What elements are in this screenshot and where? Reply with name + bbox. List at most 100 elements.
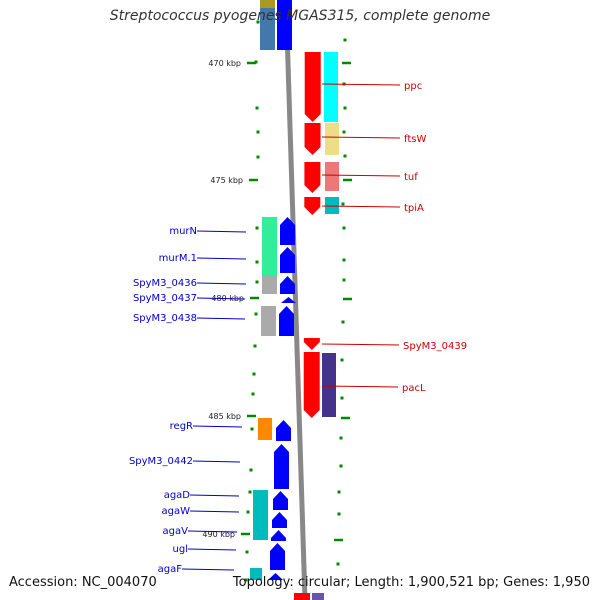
minor-tick [256,20,260,24]
tick-label: 485 kbp [208,412,241,421]
gene-feature [325,123,339,155]
minor-tick [337,490,341,494]
gene-label: agaW [162,506,191,517]
minor-tick [341,320,345,324]
gene-label: SpyM3_0436 [133,278,197,289]
gene-feature [312,593,324,600]
gene-label: SpyM3_0437 [133,293,197,304]
gene-feature [262,275,277,294]
gene-arrow [303,352,320,418]
gene-feature [325,197,339,214]
gene-label-line [196,317,246,320]
minor-tick [341,202,345,206]
accession-label: Accession: NC_004070 [9,575,157,590]
gene-arrow [273,491,288,510]
minor-tick [252,372,256,376]
backbone-line [283,0,308,600]
gene-label-line [187,548,237,551]
minor-tick [342,278,346,282]
minor-tick [340,396,344,400]
gene-arrow [279,306,294,336]
minor-tick [339,464,343,468]
minor-tick [256,155,260,159]
gene-arrow [304,52,321,122]
minor-tick [336,562,340,566]
minor-tick [342,130,346,134]
gene-label-line [321,343,400,346]
gene-label-line [181,568,235,571]
gene-arrow [276,420,291,441]
minor-tick [255,106,259,110]
minor-tick [255,260,259,264]
gene-label: agaV [163,526,189,537]
gene-label: murN [169,226,197,237]
gene-label-line [187,530,238,533]
gene-label-line [196,297,246,300]
minor-tick [343,106,347,110]
minor-tick [253,344,257,348]
gene-label: ugl [173,544,188,555]
minor-tick [250,427,254,431]
gene-feature [294,593,310,600]
tick-label: 475 kbp [210,176,243,185]
gene-feature [322,353,336,417]
minor-tick [342,226,346,230]
gene-label-line [321,83,401,86]
genome-title: Streptococcus pyogenes MGAS315, complete… [109,8,491,24]
gene-arrow [280,217,295,245]
minor-tick [249,468,253,472]
minor-tick [343,154,347,158]
gene-label-line [192,425,243,428]
gene-label-line [196,257,247,260]
gene-label: SpyM3_0442 [129,456,193,467]
minor-tick [339,436,343,440]
minor-tick [251,392,255,396]
gene-label: murM.1 [159,253,197,264]
gene-arrow [272,512,287,528]
gene-feature [262,217,277,275]
gene-arrow [304,197,321,215]
minor-tick [244,578,248,582]
genome-stats-label: Topology: circular; Length: 1,900,521 bp… [232,575,590,590]
gene-label: SpyM3_0438 [133,313,197,324]
gene-label-line [189,494,240,497]
gene-arrow [274,444,289,489]
gene-arrow [271,530,286,541]
gene-feature [324,52,338,122]
gene-label-line [196,282,247,285]
minor-tick [246,510,250,514]
minor-tick [245,550,249,554]
gene-feature [258,418,272,440]
gene-label-line [321,385,399,388]
gene-arrow [268,573,283,580]
gene-label: ftsW [404,134,426,145]
minor-tick [340,358,344,362]
gene-label: agaF [158,564,183,575]
gene-feature [325,162,339,191]
gene-label-line [321,205,401,208]
gene-arrow [281,297,296,303]
gene-arrow [303,338,320,350]
minor-tick [337,512,341,516]
gene-arrow [280,247,295,273]
gene-label-line [189,510,240,513]
minor-tick [255,280,259,284]
gene-label: tpiA [404,203,424,214]
gene-feature [260,0,275,8]
gene-arrow [270,543,285,570]
gene-label: tuf [404,172,418,183]
minor-tick [254,312,258,316]
gene-arrow [277,0,292,50]
gene-label-line [321,136,401,139]
tick-label: 470 kbp [208,59,241,68]
minor-tick [255,226,259,230]
gene-label-line [321,174,401,177]
minor-tick [256,130,260,134]
gene-label: regR [170,421,193,432]
gene-arrow [304,162,321,193]
gene-label-line [192,460,241,463]
gene-label: agaD [164,490,191,501]
gene-feature [260,0,275,50]
tick-label: 490 kbp [202,530,235,539]
